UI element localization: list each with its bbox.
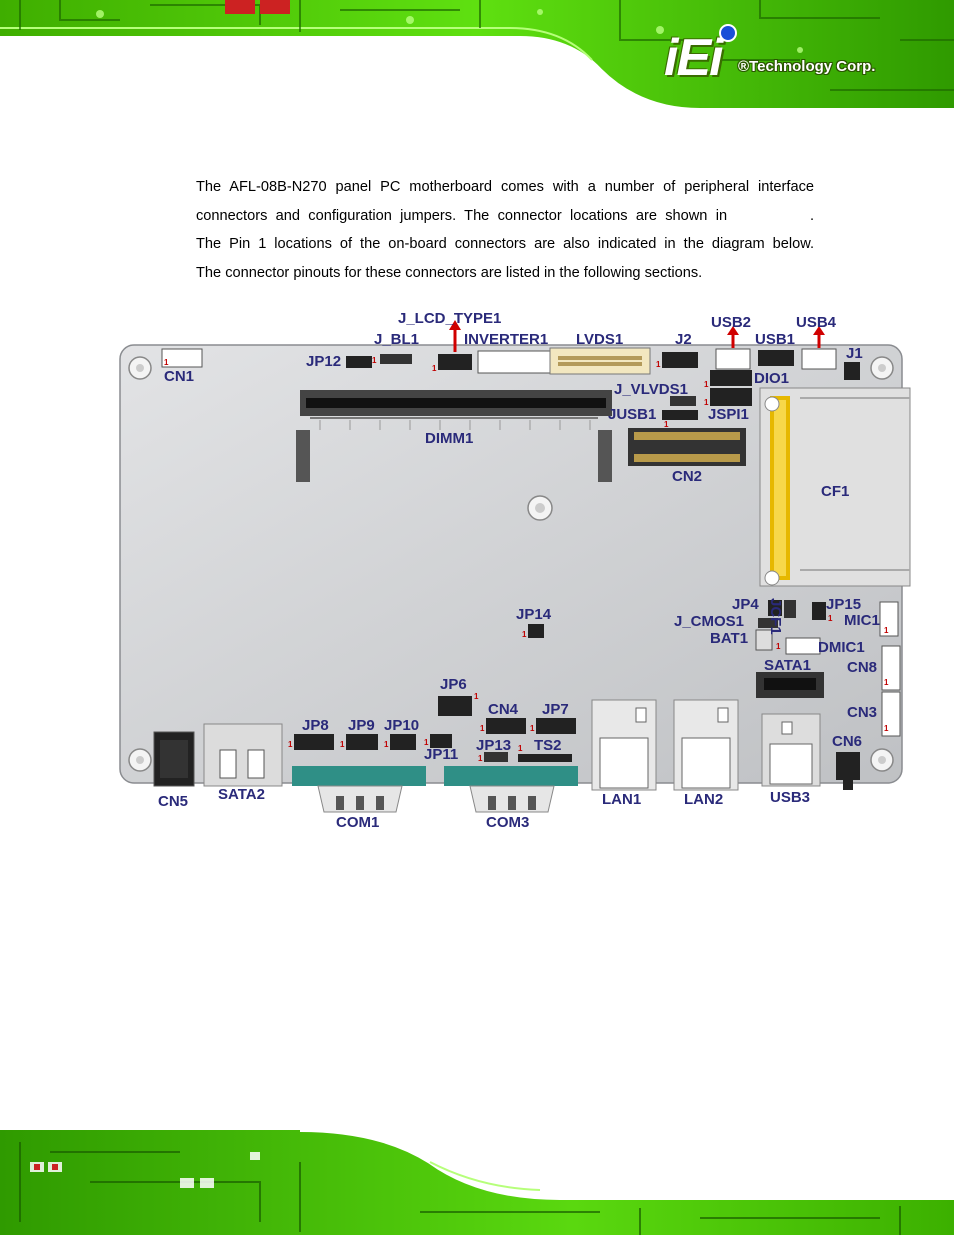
pin1-marker: 1	[704, 398, 709, 407]
label-sata1: SATA1	[764, 657, 811, 674]
label-cn4: CN4	[488, 701, 519, 718]
label-inverter1: INVERTER1	[464, 331, 549, 348]
label-com3: COM3	[486, 814, 530, 831]
label-sata2: SATA2	[218, 786, 265, 803]
label-mic1: MIC1	[844, 612, 880, 629]
pin1-marker: 1	[828, 614, 833, 623]
label-j2: J2	[675, 331, 692, 348]
pin1-marker: 1	[372, 356, 377, 365]
label-lan1: LAN1	[602, 791, 642, 808]
pin1-marker: 1	[704, 380, 709, 389]
label-jspi1: JSPI1	[708, 406, 749, 423]
label-cn3: CN3	[847, 704, 878, 721]
label-cn8: CN8	[847, 659, 878, 676]
iei-logo: iEi ®Technology Corp.	[664, 20, 924, 90]
label-cf1: CF1	[821, 483, 850, 500]
label-j-vlvds1: J_VLVDS1	[614, 381, 688, 398]
paragraph-line: The connector pinouts for these connecto…	[196, 264, 703, 281]
pin1-marker: 1	[884, 678, 889, 687]
logo-dot-icon	[719, 24, 737, 42]
footer-banner	[0, 1122, 954, 1235]
pcb-footer-graphic	[0, 1122, 954, 1235]
label-com1: COM1	[336, 814, 380, 831]
label-lan2: LAN2	[684, 791, 724, 808]
label-jp4: JP4	[732, 596, 759, 613]
pin1-marker: 1	[432, 364, 437, 373]
pcb-header-graphic	[0, 0, 954, 110]
label-jp6: JP6	[440, 676, 467, 693]
pin1-marker: 1	[384, 740, 389, 749]
label-cn2: CN2	[672, 468, 703, 485]
label-jp13: JP13	[476, 737, 512, 754]
pin1-marker: 1	[530, 724, 535, 733]
header-banner: iEi ®Technology Corp.	[0, 0, 954, 110]
logo-text: ®Technology Corp.	[738, 58, 876, 75]
paragraph-line: The AFL-08B-N270 panel PC motherboard co…	[196, 179, 814, 195]
pin1-marker: 1	[656, 360, 661, 369]
pin1-marker: 1	[522, 630, 527, 639]
logo-mark: iEi	[664, 29, 724, 87]
label-usb3: USB3	[770, 789, 811, 806]
paragraph-line: The Pin 1 locations of the on-board conn…	[196, 236, 814, 252]
label-j-lcd-type1: J_LCD_TYPE1	[398, 310, 502, 327]
label-jcf1: JCF1	[767, 598, 784, 635]
label-dmic1: DMIC1	[818, 639, 865, 656]
pin1-marker: 1	[424, 738, 429, 747]
pin1-marker: 1	[288, 740, 293, 749]
label-jusb1: JUSB1	[608, 406, 657, 423]
label-usb4: USB4	[796, 314, 837, 331]
label-dimm1: DIMM1	[425, 430, 474, 447]
pin1-marker: 1	[664, 420, 669, 429]
pin1-marker: 1	[474, 692, 479, 701]
pin1-marker: 1	[480, 724, 485, 733]
label-usb1: USB1	[755, 331, 796, 348]
pin1-marker: 1	[478, 754, 483, 763]
label-dio1: DIO1	[754, 370, 790, 387]
label-lvds1: LVDS1	[576, 331, 624, 348]
pin1-marker: 1	[776, 642, 781, 651]
label-ts2: TS2	[534, 737, 562, 754]
label-jp8: JP8	[302, 717, 329, 734]
pin1-marker: 1	[340, 740, 345, 749]
label-jp11: JP11	[424, 746, 459, 763]
label-j-bl1: J_BL1	[374, 331, 420, 348]
label-cn5: CN5	[158, 793, 189, 810]
pin1-marker: 1	[518, 744, 523, 753]
label-jp14: JP14	[516, 606, 552, 623]
paragraph-line: connectors and configuration jumpers. Th…	[196, 207, 814, 224]
pin1-marker: 1	[164, 358, 169, 367]
label-jp7: JP7	[542, 701, 569, 718]
intro-paragraph: The AFL-08B-N270 panel PC motherboard co…	[196, 173, 814, 287]
board-graphic	[119, 320, 911, 813]
label-jp12: JP12	[306, 353, 342, 370]
motherboard-diagram: CN1 JP12 J_BL1 J_LCD_TYPE1 INVERTER1 LVD…	[110, 300, 920, 840]
label-cn6: CN6	[832, 733, 863, 750]
pin1-marker: 1	[884, 626, 889, 635]
label-cn1: CN1	[164, 368, 195, 385]
pin1-marker: 1	[884, 724, 889, 733]
label-j-cmos1: J_CMOS1	[674, 613, 745, 630]
label-j1: J1	[846, 345, 863, 362]
label-jp15: JP15	[826, 596, 862, 613]
label-bat1: BAT1	[710, 630, 749, 647]
label-jp10: JP10	[384, 717, 420, 734]
label-usb2: USB2	[711, 314, 752, 331]
label-jp9: JP9	[348, 717, 375, 734]
